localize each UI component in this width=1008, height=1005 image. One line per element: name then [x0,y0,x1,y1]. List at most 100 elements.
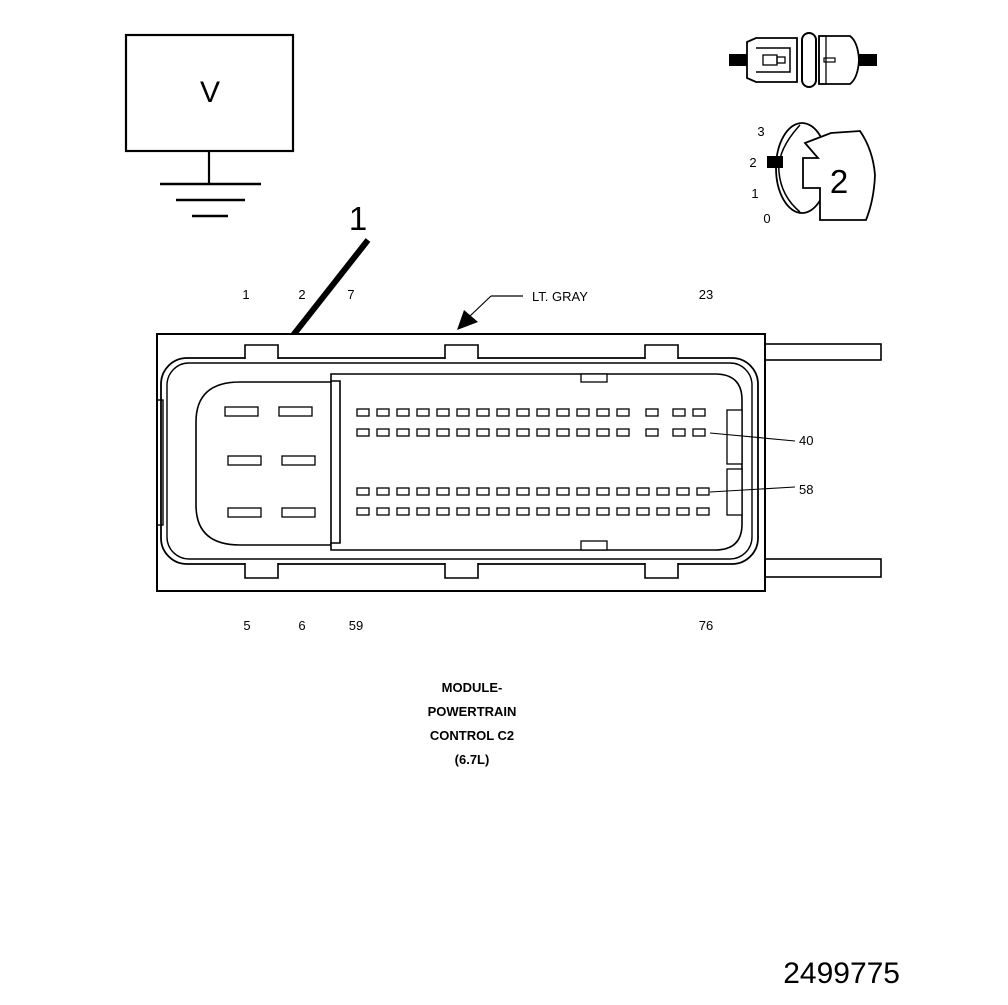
signal-pin [376,507,390,516]
signal-pin [436,507,450,516]
ignition-key-icon: 3 2 1 0 2 [749,122,876,226]
signal-pin [456,408,470,417]
signal-pin [645,428,659,437]
signal-pin [436,408,450,417]
top-rail [764,343,882,361]
signal-pin [376,408,390,417]
signal-pin [376,428,390,437]
title-line-1: MODULE- [442,680,503,695]
pin-label-1: 1 [242,287,249,302]
signal-pin [376,487,390,496]
signal-pin [536,487,550,496]
signal-pin [516,487,530,496]
signal-pin [396,507,410,516]
signal-pin [576,428,590,437]
signal-pin [556,428,570,437]
signal-pin [556,487,570,496]
pin-label-76: 76 [699,618,713,633]
pin-leaders: 40 58 [709,432,813,497]
signal-pin [396,408,410,417]
signal-pin [476,408,490,417]
connector-title: MODULE- POWERTRAIN CONTROL C2 (6.7L) [428,680,517,767]
signal-pin [576,507,590,516]
signal-pin [672,408,686,417]
key-position-0: 0 [763,211,770,226]
signal-pin [636,487,650,496]
signal-pin [556,507,570,516]
signal-pin [536,408,550,417]
pin-label-40: 40 [799,433,813,448]
signal-pin [476,428,490,437]
signal-pin [645,408,659,417]
signal-pin [436,428,450,437]
voltmeter-symbol: V [200,76,220,109]
signal-pin [692,428,706,437]
signal-pin [496,428,510,437]
connector-color-label: LT. GRAY [532,289,588,304]
bottom-rail [764,558,882,578]
signal-pin [416,507,430,516]
signal-pin [416,428,430,437]
pin-label-7: 7 [347,287,354,302]
signal-pin [596,408,610,417]
signal-pin [476,487,490,496]
voltmeter-ground-symbol: V [124,33,295,218]
signal-pin [576,487,590,496]
power-pin [278,406,313,417]
signal-pin [356,507,370,516]
signal-pin [516,507,530,516]
signal-pin [456,487,470,496]
pin-label-6: 6 [298,618,305,633]
signal-pin [696,487,710,496]
power-pin-cavity [195,381,332,546]
key-position-2: 2 [749,155,756,170]
figure-number: 2499775 [783,957,900,990]
signal-pin [356,487,370,496]
signal-pin [616,507,630,516]
signal-pin [676,507,690,516]
signal-pin-cavity [330,373,743,551]
callout-number: 1 [349,200,367,237]
power-pin [227,507,262,518]
key-position-label: 2 [830,163,848,200]
signal-pin [516,408,530,417]
signal-pin [476,507,490,516]
signal-pin [656,487,670,496]
pin-label-59: 59 [349,618,363,633]
signal-pin [536,507,550,516]
signal-pin [676,487,690,496]
connector-plug-icon [729,32,877,88]
signal-pin [356,408,370,417]
power-pin [281,455,316,466]
signal-pin [692,408,706,417]
signal-pin [416,408,430,417]
signal-pin [616,408,630,417]
pin-labels-top: 1 2 7 23 [242,287,713,302]
signal-pin [596,507,610,516]
power-pin [224,406,259,417]
signal-pin [556,408,570,417]
signal-pin [596,487,610,496]
connector-body [156,333,882,592]
pin-label-23: 23 [699,287,713,302]
signal-pin [516,428,530,437]
power-pin [281,507,316,518]
signal-pin [596,428,610,437]
signal-pin [396,487,410,496]
color-label-leader: LT. GRAY [457,289,588,330]
key-position-marker [767,156,783,168]
signal-pin [496,487,510,496]
signal-pin [636,507,650,516]
power-pin [227,455,262,466]
signal-pin [696,507,710,516]
signal-pins [356,408,710,516]
signal-pin [536,428,550,437]
signal-pin [396,428,410,437]
pin-labels-bottom: 5 6 59 76 [243,618,713,633]
signal-pin [436,487,450,496]
pin-label-5: 5 [243,618,250,633]
pin-label-2: 2 [298,287,305,302]
pin-label-58: 58 [799,482,813,497]
key-position-3: 3 [757,124,764,139]
